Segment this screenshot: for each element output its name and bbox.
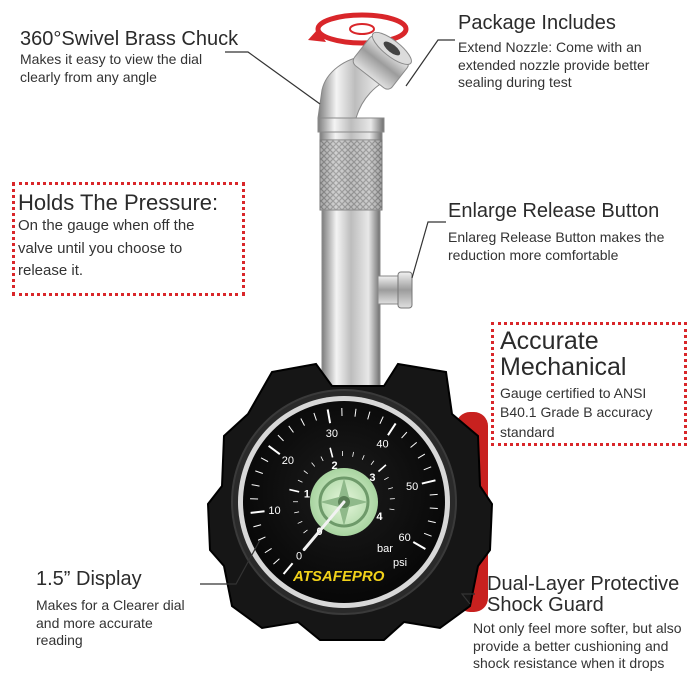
rotate-arrow-icon [308,12,409,46]
psi-tick [387,422,397,436]
bar-tick [377,464,387,473]
unit-psi-label: psi [393,557,407,569]
psi-tick [421,479,436,485]
callout-desc: Makes for a Clearer dial and more accura… [36,597,185,648]
psi-tick [417,453,426,459]
callout-desc: Gauge certified to ANSI B40.1 Grade B ac… [500,384,653,440]
bar-tick-label: 2 [332,460,338,472]
swivel-chuck-head [317,31,412,119]
psi-tick [423,466,432,471]
bar-tick [294,511,300,514]
psi-tick [429,493,438,496]
psi-tick-label: 30 [326,428,338,440]
callout-release-button: Enlarge Release Button Enlareg Release B… [448,200,698,264]
accurate-mechanical-box [491,322,687,446]
psi-tick [429,507,438,510]
psi-scale: 0 10 20 30 40 50 60 [268,428,418,563]
bar-tick [361,455,365,460]
psi-tick [255,470,264,475]
bar-tick [297,479,303,483]
callout-display: 1.5” Display Makes for a Clearer dial an… [36,568,236,650]
psi-tick [412,541,426,550]
psi-tick [354,408,357,417]
callout-desc: Makes it easy to view the dial clearly f… [20,51,203,85]
callout-desc: Not only feel more softer, but also prov… [473,620,682,671]
psi-tick [260,457,269,463]
psi-tick [257,536,266,541]
bar-tick [311,462,316,467]
bar-tick-label: 3 [369,472,375,484]
psi-tick-label: 60 [398,532,410,544]
bar-tick [352,451,354,457]
bar-tick [303,470,308,475]
bar-tick [388,487,394,490]
psi-tick [300,418,305,426]
psi-tick [282,562,294,575]
psi-tick [250,510,265,514]
brand-logo: ATSAFEPRO [292,564,387,586]
psi-tick [379,416,384,425]
callout-title: Enlarge Release Button [448,200,660,222]
psi-tick [423,532,432,537]
bar-tick-label: 1 [304,489,310,501]
dial-ticks [250,408,438,575]
callout-package-includes: Package Includes Extend Nozzle: Come wit… [458,12,698,92]
psi-tick [253,524,262,528]
gauge-stem [321,209,381,401]
callout-desc: On the gauge when off the valve until yo… [18,217,195,280]
callout-title-line2: Shock Guard [487,594,604,616]
release-button [377,271,413,309]
psi-tick-label: 0 [296,551,302,563]
callout-holds-pressure: Holds The Pressure: On the gauge when of… [18,190,248,283]
callout-shock-guard: Dual-Layer Protective Shock Guard Not on… [473,574,698,673]
psi-tick [288,425,294,433]
callout-title: 360°Swivel Brass Chuck [20,28,239,50]
psi-tick [410,442,418,448]
callout-title-line1: Accurate [500,327,599,355]
callout-swivel-chuck: 360°Swivel Brass Chuck Makes it easy to … [20,28,320,86]
gauge-needle [302,500,346,551]
psi-tick [367,411,371,420]
callout-desc: Enlareg Release Button makes the reducti… [448,229,665,263]
psi-tick [313,412,317,421]
psi-tick [401,431,408,439]
psi-tick [277,434,284,442]
psi-tick [326,409,332,424]
psi-tick [273,558,280,565]
callout-title: Holds The Pressure: [18,190,219,215]
psi-tick-label: 20 [282,455,294,467]
psi-tick [264,547,272,554]
leader-lines [200,39,475,605]
psi-tick [251,484,260,487]
hold-pressure-box [12,182,245,296]
bar-tick [329,447,334,458]
callout-title: Package Includes [458,12,616,34]
bar-tick [370,460,375,465]
bar-tick [320,456,324,462]
psi-tick-label: 40 [376,439,388,451]
chuck-collar-ring [319,131,383,141]
callout-accurate-mechanical: Accurate Mechanical Gauge certified to A… [500,328,680,442]
psi-tick [427,520,436,524]
bar-tick [384,476,389,481]
callout-desc: Extend Nozzle: Come with an extended noz… [458,39,650,90]
bar-tick-label: 4 [376,511,383,523]
callout-title-line2: Mechanical [500,353,627,382]
psi-tick-label: 50 [406,481,418,493]
psi-tick [268,445,281,456]
brand-logo-text: ATSAFEPRO [293,568,385,585]
bar-tick [297,520,303,524]
bar-tick [389,508,395,511]
bar-tick [289,488,300,493]
callout-title: 1.5” Display [36,568,142,590]
psi-tick-label: 10 [268,505,280,517]
chuck-collar [317,117,385,133]
callout-title-line1: Dual-Layer Protective [487,573,680,595]
bar-tick [303,529,308,534]
unit-bar-label: bar [377,543,393,555]
